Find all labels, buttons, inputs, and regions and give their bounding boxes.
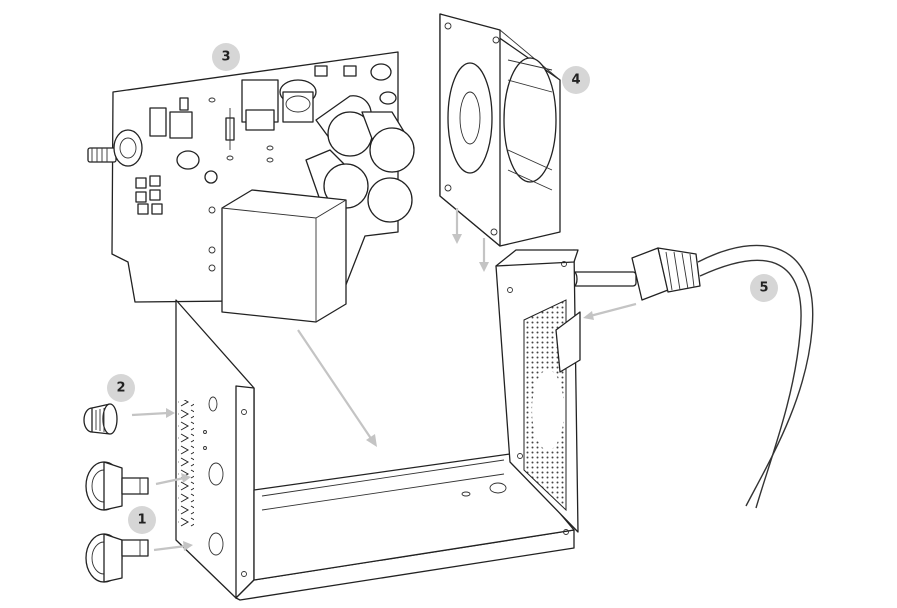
callout-3-badge bbox=[212, 43, 240, 71]
metal-chassis bbox=[175, 249, 581, 601]
knob-upper bbox=[85, 461, 149, 511]
callout-4-badge bbox=[562, 66, 590, 94]
callout-4-label: 4 bbox=[571, 73, 580, 88]
callout-2-badge bbox=[107, 374, 135, 402]
arrow-fan-down-left bbox=[452, 208, 462, 244]
circuit-board bbox=[87, 51, 415, 323]
arrow-cable-to-chassis bbox=[583, 302, 637, 320]
callout-2: 2 bbox=[107, 374, 135, 402]
arrow-board-to-chassis bbox=[297, 329, 377, 447]
capacitors bbox=[305, 95, 415, 223]
arrow-small-knob bbox=[131, 408, 175, 418]
arrow-lower-knob bbox=[153, 541, 193, 552]
arrow-upper-knob bbox=[155, 473, 191, 486]
callout-1-badge bbox=[128, 506, 156, 534]
callout-1-label: 1 bbox=[137, 513, 146, 528]
callout-5-label: 5 bbox=[759, 281, 768, 296]
callout-3-label: 3 bbox=[221, 50, 230, 65]
transformer-cube bbox=[221, 189, 347, 323]
callout-1: 1 bbox=[128, 506, 156, 534]
callout-4: 4 bbox=[562, 66, 590, 94]
power-cable bbox=[570, 244, 814, 509]
button-cluster bbox=[135, 175, 163, 215]
solder-pads bbox=[208, 97, 274, 272]
knob-lower bbox=[85, 533, 149, 583]
callout-3: 3 bbox=[212, 43, 240, 71]
callout-5-badge bbox=[750, 274, 778, 302]
callout-5: 5 bbox=[750, 274, 778, 302]
assembly-arrows bbox=[131, 208, 637, 552]
callout-2-label: 2 bbox=[116, 381, 125, 396]
arrow-fan-down-right bbox=[479, 238, 489, 272]
cooling-fan bbox=[439, 13, 561, 247]
strain-relief bbox=[657, 247, 701, 293]
potentiometer bbox=[87, 129, 143, 167]
small-knob bbox=[83, 403, 118, 435]
